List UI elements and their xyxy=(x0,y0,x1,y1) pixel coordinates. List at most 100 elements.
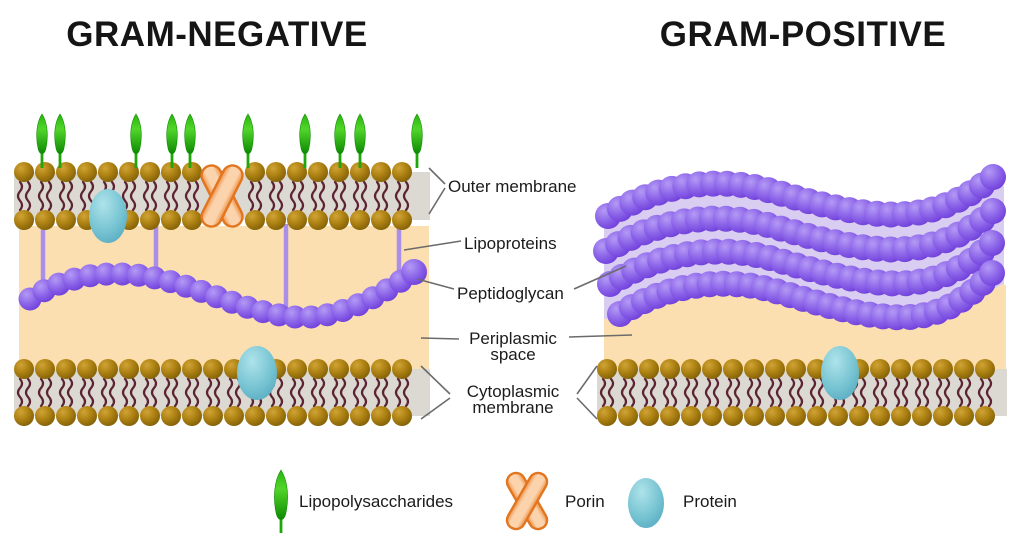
lipid-head-icon xyxy=(702,406,722,426)
lipopolysaccharide-icon xyxy=(54,113,66,168)
lipid-tail-icon xyxy=(352,180,360,212)
protein-icon xyxy=(821,346,859,400)
lipid-head-icon xyxy=(245,210,265,230)
lipid-tail-icon xyxy=(24,377,32,408)
lipid-head-icon xyxy=(350,162,370,182)
lipid-tail-icon xyxy=(859,377,867,408)
lipid-head-icon xyxy=(723,359,743,379)
lipid-tail-icon xyxy=(935,377,943,408)
lipopolysaccharide-icon xyxy=(130,113,142,168)
lipid-head-icon xyxy=(618,406,638,426)
lipid-head-icon xyxy=(266,162,286,182)
lipid-head-icon xyxy=(182,210,202,230)
protein-legend-label: Protein xyxy=(683,492,737,511)
lipid-head-icon xyxy=(182,406,202,426)
lipid-tail-icon xyxy=(796,377,804,408)
lipid-head-icon xyxy=(329,210,349,230)
lipid-head-icon xyxy=(786,359,806,379)
lipid-tail-icon xyxy=(24,180,32,212)
lipid-head-icon xyxy=(371,210,391,230)
lipopolysaccharide-icon xyxy=(36,113,48,168)
lipid-head-icon xyxy=(870,406,890,426)
lipid-head-icon xyxy=(786,406,806,426)
lipopolysaccharide-icon xyxy=(299,113,311,168)
lipid-head-icon xyxy=(639,359,659,379)
lipid-tail-icon xyxy=(788,377,796,408)
lipid-tail-icon xyxy=(87,377,95,408)
legend-icons xyxy=(274,469,664,533)
peptidoglycan-chain xyxy=(18,259,427,329)
lipid-head-icon xyxy=(849,406,869,426)
lipid-tail-icon xyxy=(192,377,200,408)
cytoplasmic-membrane-label: Cytoplasmic membrane xyxy=(453,382,573,417)
porin-icon xyxy=(505,471,549,531)
lipid-tail-icon xyxy=(37,377,45,408)
lipid-head-icon xyxy=(14,210,34,230)
lipid-tail-icon xyxy=(16,180,24,212)
lipid-tail-icon xyxy=(331,377,339,408)
gram-negative-title: GRAM-NEGATIVE xyxy=(66,15,368,54)
lipid-tail-icon xyxy=(775,377,783,408)
cytoplasmic-membrane-pointer-right-top xyxy=(576,365,598,395)
lipid-head-icon xyxy=(287,210,307,230)
lipid-head-icon xyxy=(308,359,328,379)
lipid-tail-icon xyxy=(381,180,389,212)
lipid-tail-icon xyxy=(163,180,171,212)
lipid-head-icon xyxy=(618,359,638,379)
lipid-head-icon xyxy=(308,406,328,426)
lipid-tail-icon xyxy=(184,180,192,212)
lipid-head-icon xyxy=(597,359,617,379)
lipopolysaccharide-icon xyxy=(274,469,288,533)
cytoplasmic-membrane-label-line1: Cytoplasmic xyxy=(466,382,560,401)
peptidoglycan-layer-3 xyxy=(597,230,1005,297)
porin-legend-label: Porin xyxy=(565,492,605,511)
lipid-tail-icon xyxy=(914,377,922,408)
lipid-head-icon xyxy=(140,210,160,230)
lipid-tail-icon xyxy=(767,377,775,408)
lipid-tail-icon xyxy=(142,180,150,212)
lipid-tail-icon xyxy=(163,377,171,408)
lipid-head-icon xyxy=(660,359,680,379)
protein-icon xyxy=(89,189,127,243)
lipid-head-icon xyxy=(329,359,349,379)
lipid-tail-icon xyxy=(318,180,326,212)
lipid-head-icon xyxy=(287,406,307,426)
lipid-head-icon xyxy=(308,210,328,230)
lipid-tail-icon xyxy=(402,377,410,408)
cytoplasmic-membrane-label-line2: membrane xyxy=(472,398,554,417)
lipid-tail-icon xyxy=(641,377,649,408)
lipid-head-icon xyxy=(744,359,764,379)
pointer-lines xyxy=(403,167,633,420)
lipopolysaccharide-icon xyxy=(166,113,178,168)
lipid-tail-icon xyxy=(297,180,305,212)
lipid-tail-icon xyxy=(373,377,381,408)
lipid-tail-icon xyxy=(754,377,762,408)
lipid-tail-icon xyxy=(310,377,318,408)
lipid-head-icon xyxy=(392,359,412,379)
lipid-tail-icon xyxy=(985,377,993,408)
lipid-tail-icon xyxy=(171,180,179,212)
lipid-head-icon xyxy=(954,406,974,426)
lipid-tail-icon xyxy=(331,180,339,212)
cytoplasmic-membrane-pointer-right-bottom xyxy=(576,397,598,420)
lipopolysaccharides-legend-label: Lipopolysaccharides xyxy=(299,492,454,511)
gram-negative-diagram xyxy=(14,113,430,426)
lipid-head-icon xyxy=(140,162,160,182)
lipid-tail-icon xyxy=(226,377,234,408)
lipid-head-icon xyxy=(203,359,223,379)
lipid-head-icon xyxy=(140,359,160,379)
lipid-tail-icon xyxy=(964,377,972,408)
lipid-tail-icon xyxy=(977,377,985,408)
lipid-tail-icon xyxy=(289,377,297,408)
lipid-head-icon xyxy=(933,359,953,379)
lipid-tail-icon xyxy=(142,377,150,408)
lipid-tail-icon xyxy=(809,377,817,408)
lipid-tail-icon xyxy=(691,377,699,408)
lipid-head-icon xyxy=(266,210,286,230)
lipopolysaccharide-layer xyxy=(36,113,423,168)
lipid-tail-icon xyxy=(360,377,368,408)
lipid-tail-icon xyxy=(922,377,930,408)
lipid-tail-icon xyxy=(394,180,402,212)
